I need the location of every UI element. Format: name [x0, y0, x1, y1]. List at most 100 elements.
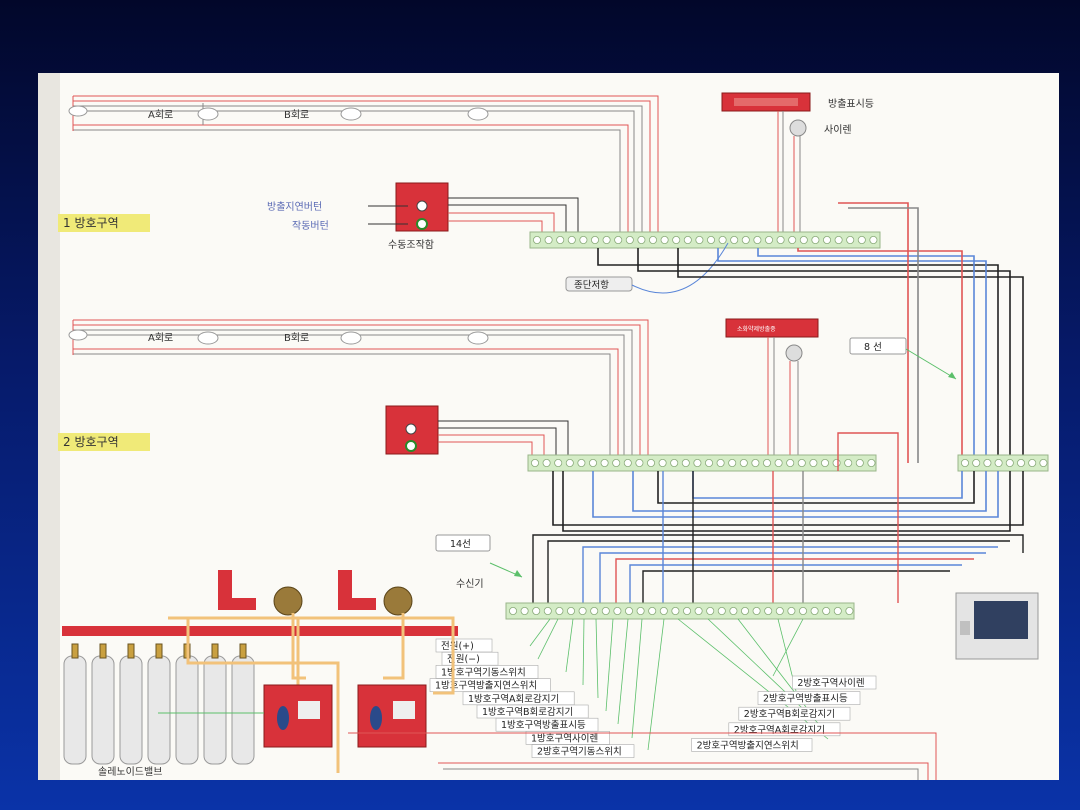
- terminal-screw: [589, 458, 598, 467]
- terminal-screw: [811, 235, 820, 244]
- wiring-diagram: A회로 B회로 방출표시등 사이렌 1 방호구역 방출지연버턴 작동버턴 수동조…: [38, 73, 1049, 780]
- terminal-screw: [1017, 458, 1026, 467]
- cylinder-valve: [127, 643, 135, 659]
- terminal-screw: [741, 235, 750, 244]
- legend-label: 1방호구역기동스위치: [441, 666, 526, 678]
- terminal-screw: [972, 458, 981, 467]
- terminal-screw: [730, 235, 739, 244]
- zone1-operate-button-label: 작동버턴: [292, 220, 329, 232]
- fourteen-wire-label: 14선: [450, 539, 471, 550]
- page-edge: [38, 73, 60, 780]
- legend-right: 2방호구역사이렌2방호구역방출표시등2방호구역B회로감지기2방호구역A회로감지기…: [691, 675, 877, 752]
- zone2-label: 2 방호구역: [63, 435, 119, 449]
- terminal-screw: [578, 607, 587, 616]
- zone2-detector-wires: [72, 319, 649, 458]
- terminal-screw: [753, 235, 762, 244]
- terminal-screw: [635, 458, 644, 467]
- cylinder-valve: [71, 643, 79, 659]
- zone1-circuit-b-label: B회로: [284, 109, 309, 121]
- zone1-terminal-resistor: [565, 276, 633, 292]
- zone1-detectors: [68, 105, 489, 121]
- zone1-label: 1 방호구역: [63, 216, 119, 230]
- terminal-screw: [717, 607, 726, 616]
- zone1-manual-station-label: 수동조작함: [388, 239, 434, 251]
- terminal-screw: [681, 458, 690, 467]
- zone1-delay-button-label: 방출지연버턴: [267, 201, 322, 213]
- terminal-screw: [855, 458, 864, 467]
- terminal-screw: [809, 458, 818, 467]
- cylinder-valve: [239, 643, 247, 659]
- terminal-screw: [542, 458, 551, 467]
- terminal-screw: [695, 235, 704, 244]
- zone1-siren: [789, 119, 807, 137]
- cylinder-valve: [155, 643, 163, 659]
- terminal-screw: [602, 235, 611, 244]
- terminal-screw: [636, 607, 645, 616]
- terminal-screw: [705, 458, 714, 467]
- terminal-screw: [1005, 458, 1014, 467]
- receiver-terminal-block: [505, 602, 855, 620]
- terminal-screw: [788, 235, 797, 244]
- receiver-feed-wires: [532, 432, 1024, 603]
- terminal-screw: [614, 235, 623, 244]
- zone1-highlight: [58, 214, 150, 232]
- terminal-screw: [751, 458, 760, 467]
- terminal-screw: [799, 235, 808, 244]
- legend-box: [738, 706, 851, 721]
- terminal-screw: [775, 607, 784, 616]
- terminal-screw: [994, 458, 1003, 467]
- terminal-screw: [649, 235, 658, 244]
- terminal-screw: [625, 607, 634, 616]
- terminal-screw: [983, 458, 992, 467]
- terminal-screw: [857, 235, 866, 244]
- receiver-label: 수신기: [456, 578, 484, 590]
- legend-label: 2방호구역기동스위치: [537, 746, 622, 758]
- terminal-screw: [797, 458, 806, 467]
- terminal-screw: [844, 458, 853, 467]
- terminal-screw: [601, 607, 610, 616]
- terminal-screw: [694, 607, 703, 616]
- terminal-screw: [612, 458, 621, 467]
- zone1-discharge-light-label: 방출표시등: [828, 98, 874, 110]
- zone1-siren-label: 사이렌: [824, 124, 852, 136]
- terminal-screw: [833, 607, 842, 616]
- terminal-screw: [532, 607, 541, 616]
- terminal-screw: [520, 607, 529, 616]
- zone2-operate-button: [405, 440, 417, 452]
- cylinder-valve: [99, 643, 107, 659]
- terminal-screw: [707, 235, 716, 244]
- zone2-panel-sign: 소화약제방출중: [737, 325, 776, 333]
- zone1-trunk-wires: [597, 202, 1024, 463]
- fourteen-wire-box: [435, 534, 491, 552]
- terminal-screw: [567, 235, 576, 244]
- zone2-trunk-wires: [552, 471, 1024, 532]
- terminal-screw: [659, 607, 668, 616]
- legend-label: 2방호구역사이렌: [797, 678, 864, 689]
- terminal-screw: [637, 235, 646, 244]
- cylinder-valve: [211, 643, 219, 659]
- terminal-screw: [623, 458, 632, 467]
- legend-label: 2방호구역A회로감지기: [734, 724, 825, 736]
- terminal-screw: [530, 458, 539, 467]
- terminal-screw: [763, 458, 772, 467]
- terminal-screw: [590, 607, 599, 616]
- terminal-screw: [693, 458, 702, 467]
- zone1-delay-button: [416, 200, 428, 212]
- legend-left: 전원(+)전원(−)1방호구역기동스위치1방호구역방출지연스위치1방호구역A회로…: [429, 638, 635, 758]
- terminal-screw: [508, 607, 517, 616]
- terminal-screw: [647, 458, 656, 467]
- terminal-screw: [869, 235, 878, 244]
- terminal-screw: [774, 458, 783, 467]
- terminal-screw: [660, 235, 669, 244]
- terminal-screw: [683, 607, 692, 616]
- zone1-detector-wires: [72, 95, 659, 238]
- zone2-highlight: [58, 433, 150, 451]
- legend-label: 1방호구역방출표시등: [501, 720, 586, 731]
- terminal-screw: [532, 235, 541, 244]
- terminal-screw: [591, 235, 600, 244]
- zone1-terminal-resistor-label: 종단저항: [574, 280, 609, 291]
- terminal-screw: [544, 235, 553, 244]
- legend-box: [691, 738, 813, 752]
- legend-label: 1방호구역사이렌: [531, 733, 598, 744]
- legend-label: 2방호구역B회로감지기: [744, 708, 835, 720]
